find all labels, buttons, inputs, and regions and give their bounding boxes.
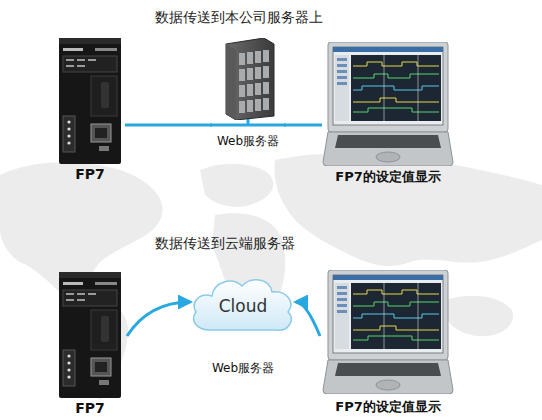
laptop-display	[322, 42, 454, 166]
node-label: Web服务器	[188, 360, 298, 377]
node-label: Web服务器	[212, 133, 284, 150]
node-label: FP7的设定值显示	[322, 398, 454, 416]
network-link	[296, 302, 320, 336]
node-label: FP7	[55, 400, 125, 416]
plc-device: FP7	[55, 272, 125, 418]
plc-unit	[55, 272, 125, 398]
cloud-server: CloudWeb服务器	[188, 272, 298, 378]
section-heading: 数据传送到本公司服务器上	[155, 9, 323, 27]
node-label: Cloud	[188, 296, 298, 316]
section-heading: 数据传送到云端服务器	[155, 235, 295, 253]
server-rack	[212, 38, 284, 120]
network-link	[127, 302, 190, 336]
laptop-device: FP7的设定值显示	[322, 270, 454, 416]
continents	[0, 153, 542, 400]
laptop-display	[322, 270, 454, 394]
network-link	[125, 124, 212, 127]
node-label: FP7的设定值显示	[322, 168, 454, 186]
node-label: FP7	[55, 166, 125, 182]
network-link	[284, 124, 322, 127]
plc-unit	[55, 38, 125, 164]
laptop-device: FP7的设定值显示	[322, 42, 454, 186]
web-server: Web服务器	[212, 38, 284, 152]
plc-device: FP7	[55, 38, 125, 184]
